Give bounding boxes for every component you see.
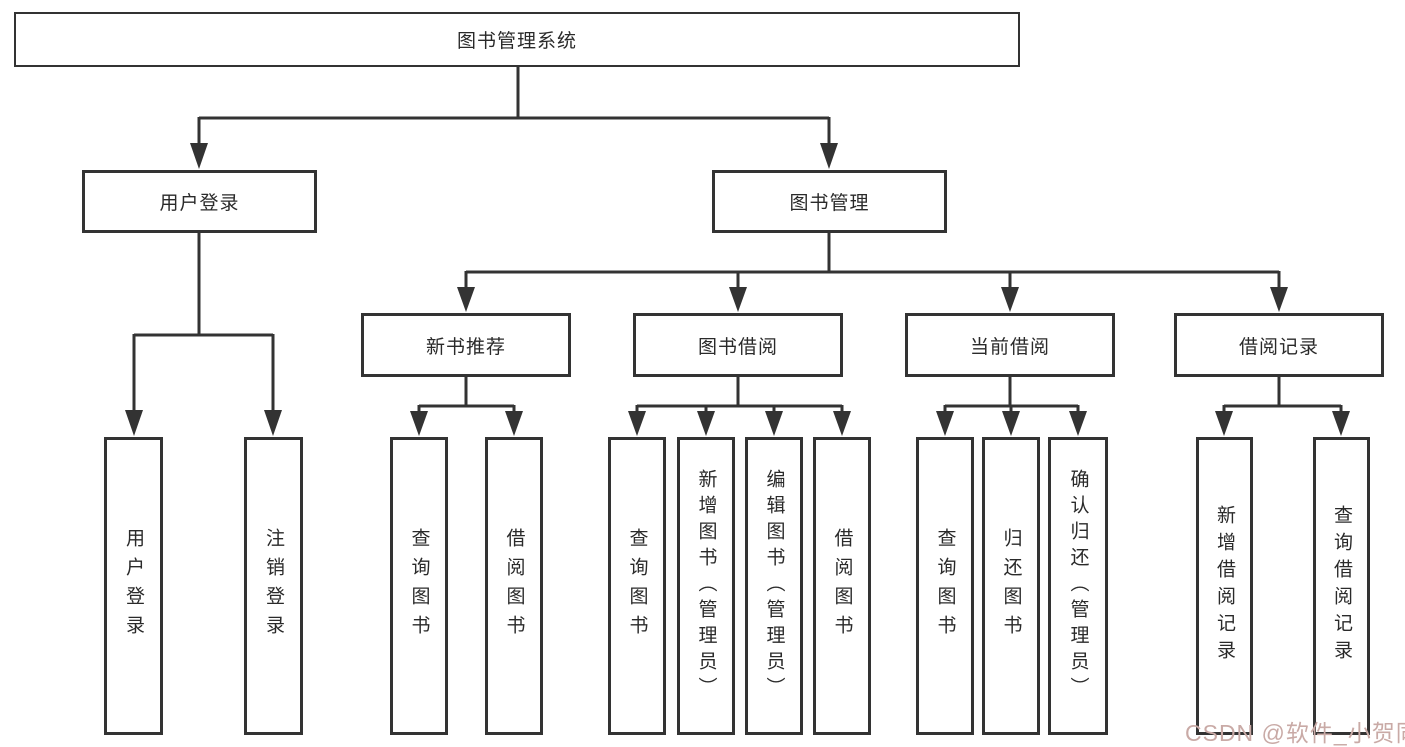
node-current-borrow: 当前借阅 xyxy=(905,313,1115,377)
leaf-borrow-book-under-book-borrow: 借阅图书 xyxy=(813,437,871,735)
leaf-query-book-under-current-borrow: 查询图书 xyxy=(916,437,974,735)
leaf-logout: 注销登录 xyxy=(244,437,303,735)
node-book-management: 图书管理 xyxy=(712,170,947,233)
node-borrow-records: 借阅记录 xyxy=(1174,313,1384,377)
csdn-watermark: CSDN @软件_小贺同学 xyxy=(1185,720,1405,746)
leaf-query-book-under-book-borrow: 查询图书 xyxy=(608,437,666,735)
leaf-return-book: 归还图书 xyxy=(982,437,1040,735)
node-user-login: 用户登录 xyxy=(82,170,317,233)
leaf-query-book-under-new-book: 查询图书 xyxy=(390,437,448,735)
leaf-confirm-return-admin: 确认归还（管理员） xyxy=(1048,437,1108,735)
node-root-library-system: 图书管理系统 xyxy=(14,12,1020,67)
leaf-edit-book-admin: 编辑图书（管理员） xyxy=(745,437,803,735)
leaf-borrow-book-under-new-book: 借阅图书 xyxy=(485,437,543,735)
leaf-add-book-admin: 新增图书（管理员） xyxy=(677,437,735,735)
leaf-user-login: 用户登录 xyxy=(104,437,163,735)
leaf-query-borrow-record: 查询借阅记录 xyxy=(1313,437,1370,735)
node-book-borrow: 图书借阅 xyxy=(633,313,843,377)
node-new-book-recommend: 新书推荐 xyxy=(361,313,571,377)
leaf-add-borrow-record: 新增借阅记录 xyxy=(1196,437,1253,735)
